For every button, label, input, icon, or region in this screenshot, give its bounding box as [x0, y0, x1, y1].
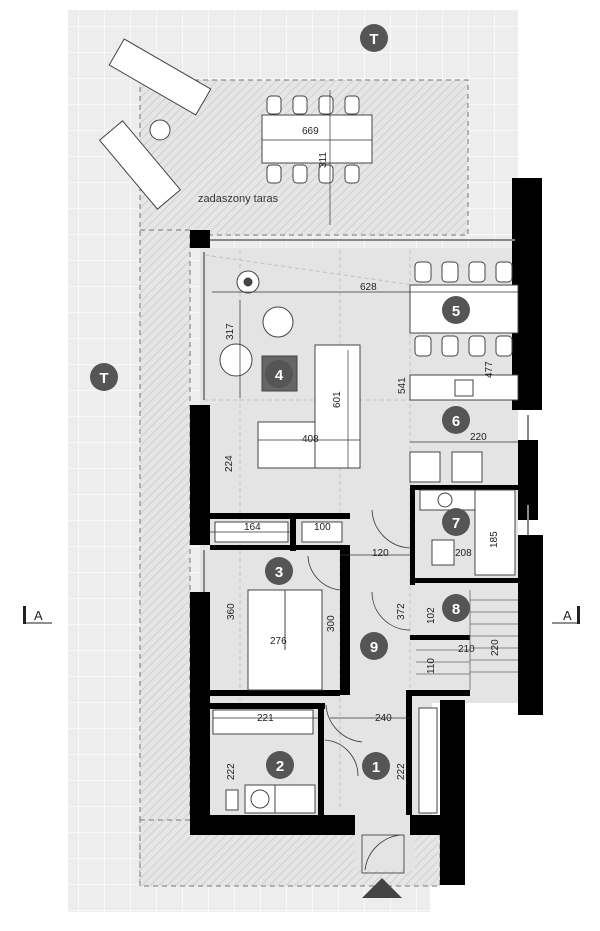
svg-text:3: 3 [275, 564, 283, 581]
dim-dining-h: 541 [397, 377, 408, 394]
svg-text:T: T [369, 31, 378, 48]
svg-text:2: 2 [276, 758, 284, 775]
dim-living-w: 628 [360, 282, 377, 293]
terrace-marker-left: T [90, 363, 118, 391]
doors [307, 509, 411, 874]
svg-text:4: 4 [275, 367, 284, 384]
stairs [416, 590, 518, 690]
dim-util-h: 222 [226, 763, 237, 780]
interior-furniture [212, 261, 519, 814]
dim-bed-w: 276 [270, 636, 287, 647]
room-markers: 1 2 3 4 5 6 7 8 9 [265, 296, 470, 780]
terrace-furniture [98, 38, 373, 210]
dim-living-h: 317 [225, 323, 236, 340]
room-marker-4: 4 [265, 360, 293, 388]
room-marker-7: 7 [442, 508, 470, 536]
side-terrace [139, 229, 191, 886]
dim-stairs-w: 210 [458, 644, 475, 655]
dim-kitchen-w: 220 [470, 432, 487, 443]
dim-left-h: 224 [224, 455, 235, 472]
room-marker-3: 3 [265, 557, 293, 585]
svg-text:A: A [34, 608, 43, 623]
svg-text:8: 8 [452, 601, 460, 618]
dim-hall-w: 120 [372, 548, 389, 559]
dim-entry-w: 240 [375, 713, 392, 724]
svg-text:6: 6 [452, 413, 460, 430]
terrace-marker-top: T [360, 24, 388, 52]
dim-sofa-w: 408 [302, 434, 319, 445]
dim-bath-w: 208 [455, 548, 472, 559]
dim-util-w: 221 [257, 713, 274, 724]
dim-closet-w: 164 [244, 522, 261, 533]
svg-text:9: 9 [370, 639, 378, 656]
svg-text:1: 1 [372, 759, 380, 776]
room-marker-9: 9 [360, 632, 388, 660]
dim-closet2-w: 100 [314, 522, 331, 533]
dim-stairs-h: 102 [426, 607, 437, 624]
dim-table-h: 311 [318, 152, 329, 168]
dim-sofa-h: 601 [332, 391, 343, 408]
room-marker-8: 8 [442, 594, 470, 622]
dimension-labels: 669 311 628 317 408 601 541 477 220 224 … [224, 126, 501, 780]
room-marker-6: 6 [442, 406, 470, 434]
room-marker-1: 1 [362, 752, 390, 780]
svg-text:T: T [99, 370, 108, 387]
entrance-arrow-icon [362, 878, 402, 898]
dim-kitchen-h: 477 [484, 361, 495, 378]
dim-bed-h2: 300 [326, 615, 337, 632]
walls [190, 178, 543, 885]
svg-text:7: 7 [452, 515, 460, 532]
section-marker-left: A [23, 606, 52, 624]
room-marker-2: 2 [266, 751, 294, 779]
windows [203, 239, 529, 592]
dim-entry-h: 222 [396, 763, 407, 780]
section-marker-right: A [552, 606, 580, 624]
room-marker-5: 5 [442, 296, 470, 324]
dim-stairs-h2: 220 [490, 639, 501, 656]
dim-stairs-h3: 110 [426, 658, 437, 674]
dim-bed-h: 360 [226, 603, 237, 620]
dim-bath-h: 185 [489, 531, 500, 548]
svg-text:A: A [563, 608, 572, 623]
dim-table-w: 669 [302, 126, 319, 137]
dim-hall-h: 372 [396, 603, 407, 620]
terrace-label: zadaszony taras [198, 193, 279, 205]
svg-text:5: 5 [452, 303, 460, 320]
